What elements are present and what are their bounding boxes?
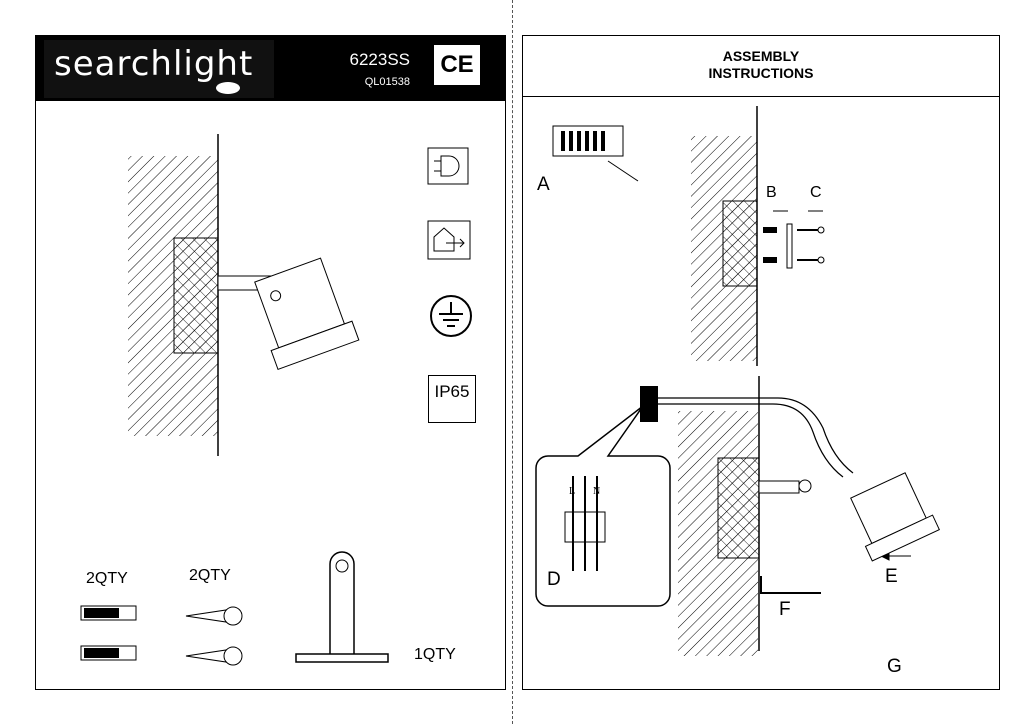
logo-light-icon [216, 82, 240, 94]
step-f-label: F [779, 599, 791, 620]
wall-hatch-bottom [678, 376, 911, 656]
mounting-bracket-icon [295, 551, 389, 663]
assembly-panel: ASSEMBLY INSTRUCTIONS [522, 35, 1000, 690]
screw-icon [185, 606, 243, 666]
brand-logo: searchlight [44, 40, 274, 98]
model-number: 6223SS [349, 50, 411, 69]
mounting-plate [173, 237, 219, 354]
product-illustration [80, 134, 472, 666]
neutral-label: N [593, 486, 601, 497]
brand-name: searchlight [54, 44, 254, 84]
cut-line [512, 0, 513, 724]
indoor-use-icon [427, 220, 471, 260]
product-code: QL01538 [364, 76, 410, 88]
ce-mark-icon: CE [431, 42, 483, 88]
step-b-label: B [766, 184, 777, 201]
step-g-label: G [887, 656, 902, 677]
product-header: searchlight 6223SS QL01538 CE [36, 36, 505, 101]
earth-ground-icon [430, 295, 472, 337]
bracket-qty: 1QTY [414, 646, 456, 663]
assembly-title: ASSEMBLY INSTRUCTIONS [523, 48, 999, 82]
connector-callout [535, 405, 671, 607]
title-line: ASSEMBLY [722, 48, 800, 64]
screw-qty: 2QTY [189, 567, 231, 584]
assembly-illustration [535, 106, 940, 656]
title-divider [523, 96, 999, 97]
class-ii-plug-icon [427, 147, 469, 185]
cable [640, 386, 940, 562]
wall-plug-icon [80, 605, 137, 661]
live-label: L [569, 486, 576, 497]
breaker-box-icon [552, 125, 639, 182]
step-e-label: E [885, 566, 898, 587]
ip-rating-badge: IP65 [428, 375, 476, 423]
title-line: INSTRUCTIONS [708, 65, 814, 81]
step-a-label: A [537, 174, 550, 195]
wall-hatch-top [691, 106, 758, 366]
spotlight-head [254, 257, 360, 371]
step-d-label: D [547, 569, 561, 590]
wall-plug-qty: 2QTY [86, 570, 128, 587]
step-c-label: C [810, 184, 822, 201]
plugs-screws-c [763, 210, 825, 269]
product-panel: searchlight 6223SS QL01538 CE [35, 35, 506, 690]
